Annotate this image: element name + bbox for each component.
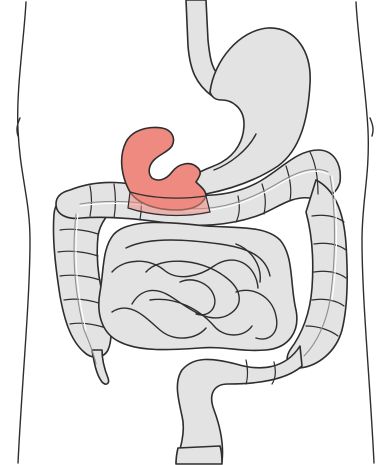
small-intestine (99, 222, 297, 350)
appendix (92, 350, 109, 384)
duodenum-highlight (122, 128, 210, 216)
torso-left-edge (18, 2, 30, 463)
torso-right-crease (370, 118, 373, 136)
rectum (176, 446, 222, 464)
torso-right-edge (356, 2, 374, 463)
sigmoid-colon (176, 346, 302, 462)
